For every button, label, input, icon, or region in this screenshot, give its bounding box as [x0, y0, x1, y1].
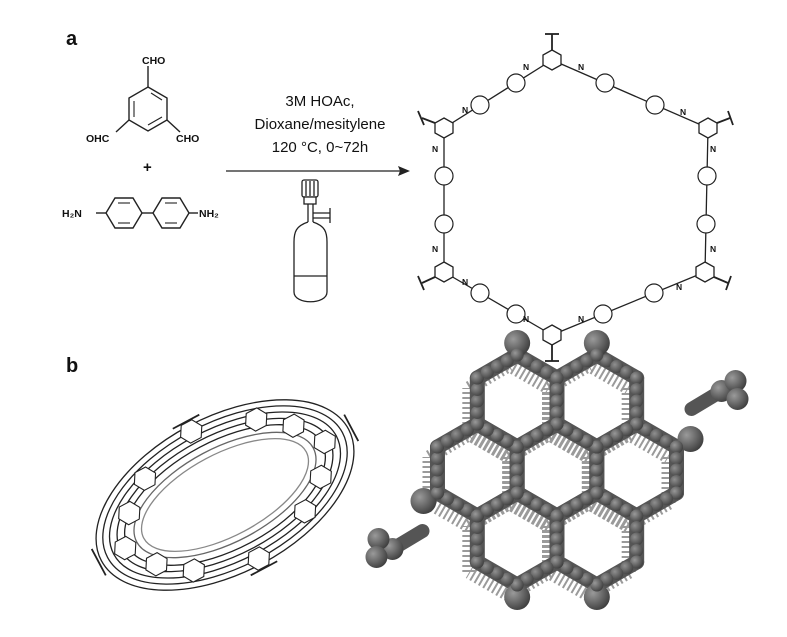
stack-terminal-bars — [90, 413, 360, 577]
svg-text:N: N — [680, 107, 686, 117]
panel-b-label: b — [66, 355, 78, 377]
svg-text:N: N — [462, 277, 468, 287]
panel-a-label: a — [66, 28, 78, 50]
framework-linker-rings — [434, 73, 717, 324]
imine-framework-hexagon: N N N N N N N N N N N N — [417, 33, 734, 362]
plus-sign: + — [143, 159, 152, 176]
framework-edges — [443, 59, 709, 336]
space-filling-honeycomb-model — [365, 330, 749, 610]
framework-terminal-bonds — [417, 33, 734, 362]
pressure-tube-icon — [293, 179, 331, 303]
stacked-framework-perspective — [90, 399, 360, 591]
svg-text:N: N — [578, 314, 584, 324]
svg-text:N: N — [432, 244, 438, 254]
stack-rings — [114, 407, 336, 583]
svg-text:N: N — [523, 314, 529, 324]
svg-text:N: N — [432, 144, 438, 154]
diamine-left-group: H₂N — [62, 208, 82, 220]
honeycomb-atom-beads — [430, 348, 684, 592]
svg-text:N: N — [523, 62, 529, 72]
svg-text:N: N — [710, 144, 716, 154]
svg-text:N: N — [710, 244, 716, 254]
condition-temperature-time: 120 °C, 0~72h — [272, 139, 369, 156]
benzene-ring — [128, 86, 168, 132]
imine-nitrogen-labels: N N N N N N N N N N N N — [432, 62, 716, 324]
svg-text:N: N — [578, 62, 584, 72]
honeycomb-node-knobs — [410, 330, 704, 610]
condition-solvent: Dioxane/mesitylene — [255, 116, 386, 133]
condition-acid: 3M HOAc, — [285, 93, 354, 110]
aldehyde-left-group: OHC — [86, 133, 110, 145]
outer-stack — [95, 399, 355, 591]
svg-text:N: N — [676, 282, 682, 292]
svg-text:N: N — [462, 105, 468, 115]
diamine-right-group: NH₂ — [199, 208, 219, 220]
aldehyde-top-group: CHO — [142, 55, 165, 67]
reaction-arrow — [226, 166, 410, 176]
honeycomb-trimer-tips — [365, 370, 749, 568]
triformylbenzene-molecule: CHO OHC CHO — [86, 55, 199, 145]
benzidine-molecule: H₂N NH₂ — [62, 197, 219, 229]
aldehyde-right-group: CHO — [176, 133, 199, 145]
framework-node-rings — [434, 49, 718, 346]
